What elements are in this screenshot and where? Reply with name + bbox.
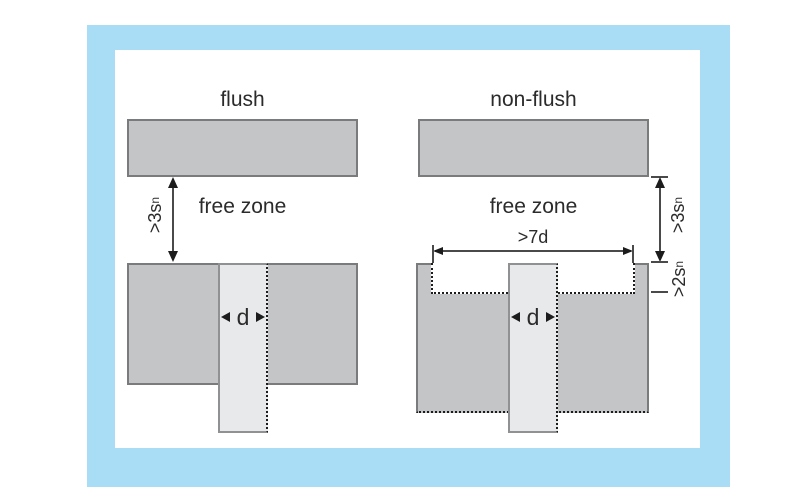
sensor-barrel-right (508, 263, 558, 433)
dimension-label-7d: >7d (517, 227, 549, 247)
sensor-barrel-left (218, 263, 268, 433)
arrow-left-icon (511, 312, 520, 322)
dimension-line-7d (435, 250, 631, 252)
panel-title-flush: flush (220, 88, 265, 111)
arrow-right-icon (623, 247, 633, 255)
panel-title-non-flush: non-flush (490, 88, 577, 111)
arrow-down-icon (655, 251, 665, 262)
free-zone-label-right: free zone (489, 195, 578, 218)
dimension-line-3sn-left (172, 180, 174, 259)
free-zone-label-left: free zone (198, 195, 287, 218)
dimension-text: >2s (668, 267, 689, 298)
dimension-line-3sn-right (659, 180, 661, 259)
target-plate-right (418, 119, 649, 177)
diameter-label-right: d (526, 303, 540, 330)
extension-line-wall-top (651, 261, 668, 263)
diameter-dimension-right: d (508, 303, 558, 330)
arrow-up-icon (655, 177, 665, 188)
arrow-right-icon (545, 312, 555, 322)
diameter-dimension-left: d (218, 303, 268, 330)
arrow-right-icon (255, 312, 265, 322)
arrow-up-icon (168, 177, 178, 188)
extension-line-target-bottom (651, 176, 668, 178)
extension-line-7d-right (632, 245, 634, 263)
dimension-text: >3s (667, 203, 688, 234)
diameter-label-left: d (236, 303, 250, 330)
arrow-left-icon (433, 247, 443, 255)
arrow-left-icon (221, 312, 230, 322)
extension-line-recess-surface (651, 291, 668, 293)
target-plate-left (127, 119, 358, 177)
arrow-down-icon (168, 251, 178, 262)
extension-line-7d-left (432, 245, 434, 263)
